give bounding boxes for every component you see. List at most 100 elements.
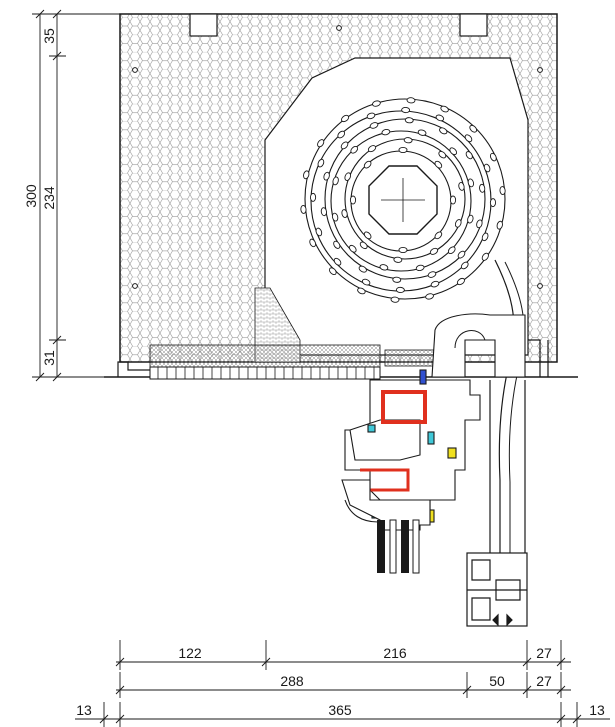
slat-hook	[430, 280, 440, 288]
screw-dot	[132, 67, 138, 73]
slat-hook	[344, 172, 352, 181]
slat-hook	[476, 219, 483, 229]
bottom-board-insulation	[149, 344, 381, 368]
slat-hook	[392, 276, 402, 283]
slat-hook	[464, 134, 473, 143]
screw-dot	[132, 283, 138, 289]
slat-hook	[496, 220, 503, 230]
frame-chamber	[349, 419, 421, 461]
left-end-cap	[117, 361, 150, 377]
shutter-coil	[300, 97, 525, 555]
brush-seal	[492, 613, 513, 627]
slat-hook	[458, 182, 465, 191]
shutter-box-housing	[119, 13, 558, 363]
slat-hook	[398, 246, 408, 254]
slat-hook	[435, 114, 445, 122]
slat-hook	[381, 128, 391, 136]
slat-hook	[350, 145, 359, 154]
slat-hook	[369, 122, 379, 129]
slat-hook	[393, 256, 403, 263]
bracket-arch	[454, 330, 486, 349]
slat-hook	[366, 112, 376, 120]
slat-hook	[379, 264, 389, 271]
dim-row1-mid: 216	[383, 645, 407, 661]
gasket-yellow	[447, 447, 457, 459]
screw-dot	[537, 67, 543, 73]
glazing-unit	[377, 519, 420, 574]
dim-row3-left: 13	[76, 702, 92, 718]
glass-pane	[389, 519, 397, 574]
slat-hook	[337, 130, 346, 139]
slat-hook	[359, 241, 368, 250]
gasket-cyan	[427, 431, 435, 445]
slat-hook	[499, 186, 506, 196]
slat-hook	[340, 141, 349, 150]
glazing-bead	[344, 499, 379, 523]
slat-hook	[417, 129, 427, 136]
coil-ring	[304, 98, 506, 300]
gasket-blue	[419, 369, 427, 385]
slat-hook	[403, 137, 413, 144]
slat-hook	[300, 204, 307, 214]
slat-hook	[333, 240, 341, 249]
slat-hook	[309, 238, 317, 248]
dim-bottom-height: 31	[41, 350, 57, 366]
slat-hook	[440, 105, 449, 113]
slat-hook	[438, 150, 447, 159]
slat-hook	[363, 160, 372, 169]
slat-hook	[449, 147, 458, 156]
dim-total-height: 300	[23, 184, 39, 208]
slat-hook	[315, 227, 323, 237]
slat-hook	[434, 160, 443, 169]
slat-hook	[483, 163, 491, 173]
slat-hook	[323, 171, 330, 181]
glass-pane	[377, 520, 385, 573]
slat-hook	[309, 192, 317, 202]
slat-hook	[481, 252, 489, 261]
slat-hook	[341, 209, 348, 218]
slat-hook	[398, 146, 408, 154]
slat-hook	[439, 127, 448, 135]
slat-hook	[479, 183, 486, 193]
slat-hook	[457, 250, 466, 259]
gasket-cyan	[367, 424, 376, 433]
slat-hook	[401, 106, 411, 114]
slat-hook	[489, 152, 497, 162]
dimension-labels: 300 35 234 31 122 216 27 288 50 27 13 36…	[23, 28, 605, 718]
slat-hook	[449, 195, 457, 205]
screw-dot	[537, 283, 543, 289]
steel-reinforcement-bottom	[360, 468, 410, 492]
dim-top-height: 35	[41, 28, 57, 44]
dim-row1-left: 122	[178, 645, 202, 661]
sash-lower	[341, 479, 431, 531]
guide-rail-bracket	[431, 313, 526, 378]
slat-hook	[447, 246, 456, 255]
slat-hook	[328, 267, 337, 276]
slat-hook	[415, 264, 425, 272]
slat-hook	[460, 261, 469, 270]
glass-pane	[401, 520, 409, 573]
slat-hook	[467, 214, 474, 224]
slat-hook	[358, 265, 367, 273]
slat-hook	[429, 247, 439, 255]
slat-hook	[390, 296, 400, 303]
slat-hook	[427, 271, 437, 278]
slat-hook	[434, 231, 443, 240]
guide-rail-profile	[466, 380, 528, 627]
top-notch-right	[459, 13, 488, 37]
slat-hook	[341, 114, 350, 123]
box-bottom-board	[104, 313, 578, 380]
dim-row2-left: 288	[280, 673, 304, 689]
slat-hook	[481, 232, 489, 242]
slat-hook	[317, 158, 325, 168]
right-end-cap	[528, 339, 549, 377]
base-profile	[149, 366, 381, 380]
slat-hook	[406, 97, 416, 104]
top-notch-left	[189, 13, 218, 37]
screw-dot	[336, 25, 342, 31]
window-profile	[341, 369, 481, 531]
dim-row2-right: 27	[536, 673, 552, 689]
dim-row1-right: 27	[536, 645, 552, 661]
